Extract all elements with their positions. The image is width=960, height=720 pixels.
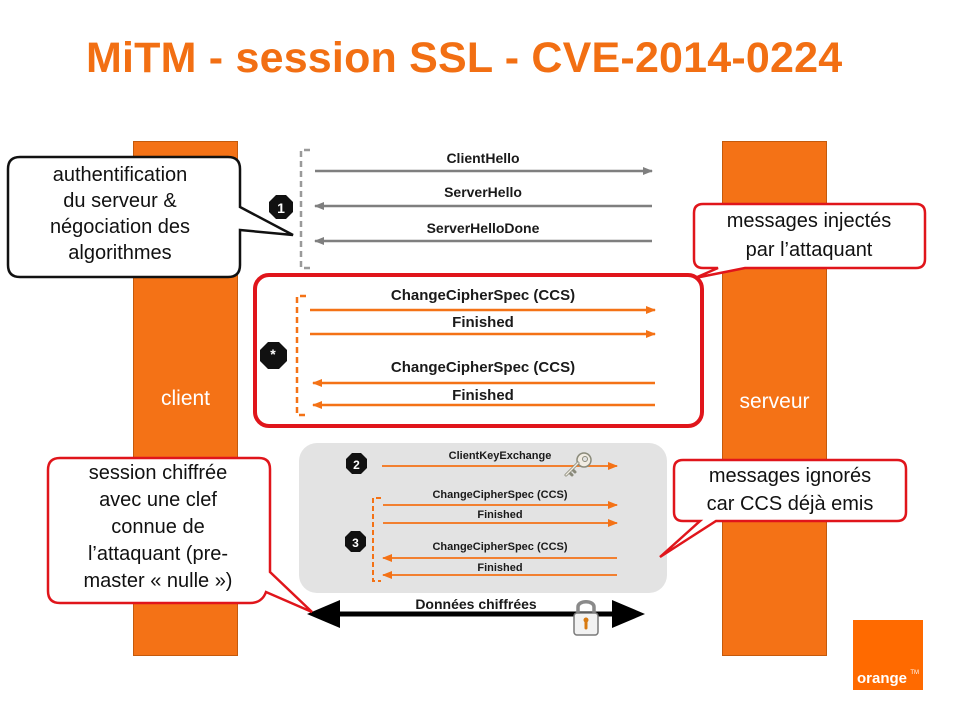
msg-injected-finished-to-client: Finished — [312, 387, 655, 409]
callout-line: authentification — [53, 164, 188, 186]
msg-client-key-exchange: ClientKeyExchange — [382, 450, 618, 470]
step-2-label: 2 — [353, 458, 360, 472]
msg-label: ChangeCipherSpec (CCS) — [432, 489, 567, 501]
callout-authentication: authentification du serveur & négociatio… — [6, 155, 294, 279]
key-icon — [564, 452, 592, 477]
msg-server-hello: ServerHello — [314, 184, 652, 210]
step-2-marker: 2 — [346, 453, 367, 474]
msg-label: ChangeCipherSpec (CCS) — [391, 287, 575, 304]
step-star-label: * — [270, 346, 276, 362]
phase3-bracket — [372, 497, 381, 582]
step-star-marker: * — [260, 342, 287, 369]
callout-line: par l’attaquant — [746, 239, 873, 261]
step-3-marker: 3 — [345, 531, 366, 552]
injected-bracket — [295, 294, 306, 417]
injected-messages-box — [253, 273, 704, 428]
msg-injected-ccs-to-client: ChangeCipherSpec (CCS) — [312, 359, 655, 387]
server-lane-label: serveur — [739, 390, 810, 413]
msg-client-hello: ClientHello — [315, 150, 653, 175]
step-1-label: 1 — [277, 200, 285, 216]
callout-session: session chiffrée avec une clef connue de… — [46, 456, 313, 614]
callout-line: négociation des — [50, 216, 190, 238]
msg-label: ClientHello — [446, 150, 519, 166]
msg-label: Finished — [477, 509, 522, 521]
msg-label: Finished — [477, 562, 522, 574]
callout-line: master « nulle ») — [84, 570, 233, 592]
callout-line: l’attaquant (pre- — [88, 543, 228, 565]
client-lane-label: client — [160, 387, 211, 410]
msg-ignored-ccs-to-server: ChangeCipherSpec (CCS) — [383, 489, 618, 509]
msg-injected-finished-to-server: Finished — [310, 314, 656, 338]
slide-title: MiTM - session SSL - CVE-2014-0224 — [86, 34, 843, 82]
callout-line: session chiffrée — [89, 462, 228, 484]
callout-line: algorithmes — [68, 242, 171, 264]
callout-ignored: messages ignorés car CCS déjà emis — [659, 458, 908, 559]
msg-label: ChangeCipherSpec (CCS) — [432, 541, 567, 553]
msg-ignored-finished-to-server: Finished — [383, 509, 618, 527]
msg-ignored-finished-to-client: Finished — [382, 562, 617, 579]
msg-server-hello-done: ServerHelloDone — [314, 220, 652, 245]
encrypted-data-label: Données chiffrées — [415, 596, 537, 612]
phase1-bracket — [299, 148, 310, 270]
msg-label: ChangeCipherSpec (CCS) — [391, 359, 575, 376]
msg-label: Finished — [452, 314, 514, 331]
callout-line: du serveur & — [63, 190, 177, 212]
callout-injected: messages injectés par l’attaquant — [692, 202, 927, 280]
msg-label: Finished — [452, 387, 514, 404]
callout-line: messages ignorés — [709, 465, 871, 487]
encrypted-data-arrow: Données chiffrées — [307, 596, 645, 628]
msg-label: ServerHelloDone — [427, 220, 540, 236]
msg-injected-ccs-to-server: ChangeCipherSpec (CCS) — [310, 287, 656, 314]
callout-line: car CCS déjà emis — [707, 493, 874, 515]
msg-ignored-ccs-to-client: ChangeCipherSpec (CCS) — [382, 541, 617, 562]
step-3-label: 3 — [352, 536, 359, 550]
padlock-icon — [573, 600, 599, 636]
logo-trademark: TM — [910, 670, 919, 676]
callout-line: avec une clef — [99, 489, 217, 511]
msg-label: ServerHello — [444, 184, 522, 200]
callout-line: connue de — [111, 516, 204, 538]
logo-text: orange — [857, 670, 908, 687]
msg-label: ClientKeyExchange — [449, 450, 552, 462]
step-1-marker: 1 — [269, 195, 293, 219]
callout-line: messages injectés — [727, 210, 892, 232]
orange-logo: TM orange — [853, 620, 923, 690]
